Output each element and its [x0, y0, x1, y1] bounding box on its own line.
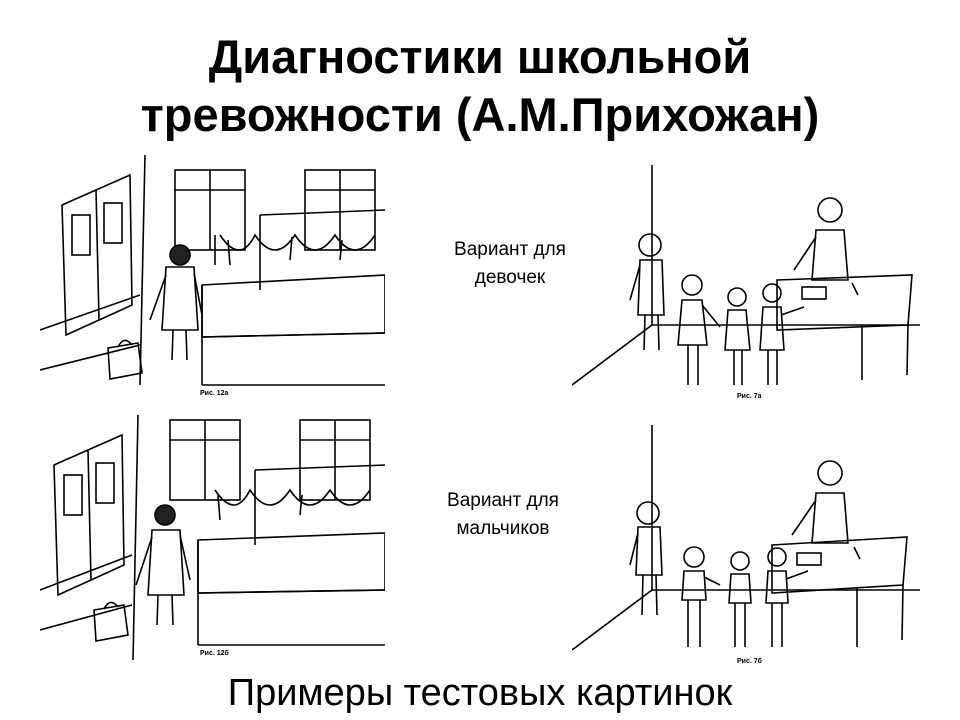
variant-label-line-2: мальчиков [456, 518, 550, 539]
variant-label-girls: Вариант для девочек [410, 236, 610, 292]
variant-label-boys: Вариант для мальчиков [403, 487, 603, 543]
classroom-drawing-girls: Рис. 7а [572, 165, 920, 405]
variant-label-line-1: Вариант для [454, 239, 566, 260]
slide-footer: Примеры тестовых картинок [227, 672, 733, 714]
figure-caption: Рис. 7а [737, 393, 762, 400]
title-line-2: тревожности (А.М.Прихожан) [140, 88, 820, 141]
slide-title: Диагностики школьной тревожности (А.М.Пр… [0, 28, 960, 144]
cloakroom-drawing-girl: Рис. 12а [40, 155, 385, 400]
variant-label-line-2: девочек [474, 267, 546, 288]
figure-caption: Рис. 7б [737, 658, 762, 665]
title-line-1: Диагностики школьной [208, 30, 752, 83]
cloakroom-drawing-boy: Рис. 12б [40, 415, 385, 665]
classroom-drawing-boys: Рис. 7б [572, 425, 920, 670]
figure-caption: Рис. 12б [200, 650, 229, 657]
figure-caption: Рис. 12а [200, 390, 229, 397]
variant-label-line-1: Вариант для [447, 490, 559, 511]
